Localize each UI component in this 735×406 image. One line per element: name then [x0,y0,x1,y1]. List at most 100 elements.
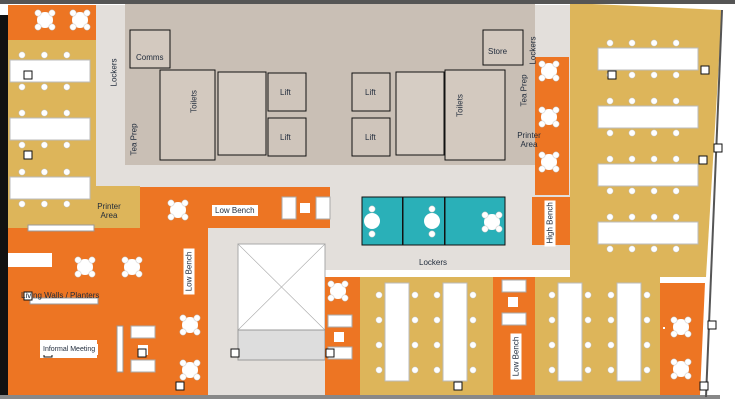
chair [121,256,129,264]
chair [428,230,436,238]
chair [83,9,91,17]
chair [375,341,383,349]
desk-cluster [9,59,91,83]
round-table [182,317,198,333]
chair [672,129,680,137]
structural-column [23,150,33,160]
chair [411,341,419,349]
chair [606,187,614,195]
chair [552,165,560,173]
chair [650,213,658,221]
chair [538,151,546,159]
chair [167,199,175,207]
desk-cluster [616,282,642,382]
planter [29,297,99,305]
lift-shaft [351,117,391,157]
structural-column [23,291,33,301]
chair [63,141,71,149]
label-lift-1: Lift [280,88,291,97]
label-living-walls: Living Walls / Planters [21,291,100,300]
void-cross [237,243,326,331]
chair [684,358,692,366]
chair [411,366,419,374]
chair [606,39,614,47]
coffee-table [300,203,310,213]
desk-cluster [442,282,468,382]
chair [121,270,129,278]
chair [643,341,651,349]
chair [433,316,441,324]
desk-cluster [597,105,699,129]
sofa [501,279,527,293]
chair [181,213,189,221]
chair [552,120,560,128]
chair [672,155,680,163]
chair [193,328,201,336]
chair [672,245,680,253]
chair [469,291,477,299]
chair [34,23,42,31]
toilets-right [444,69,506,161]
chair [628,187,636,195]
chair [650,39,658,47]
chair [607,291,615,299]
sofa [327,314,353,328]
chair [40,200,48,208]
north-wall [0,0,735,4]
desk-cluster [384,282,410,382]
chair [670,372,678,380]
chair [469,316,477,324]
round-table [37,12,53,28]
chair [672,213,680,221]
stair-core-right [395,71,445,156]
structural-column [607,70,617,80]
chair [135,270,143,278]
chair [18,83,26,91]
label-informal-meeting: Informal Meeting [40,344,99,355]
chair [538,74,546,82]
sofa [130,325,156,339]
label-lockers-right: Lockers [528,36,538,65]
round-table [170,202,186,218]
chair [63,109,71,117]
lift-shaft [267,72,307,112]
chair [88,270,96,278]
round-table [541,63,557,79]
chair [179,328,187,336]
chair [538,165,546,173]
coffee-table [508,297,518,307]
chair [375,316,383,324]
chair [548,366,556,374]
chair [684,316,692,324]
desk-cluster [557,282,583,382]
label-lift-3: Lift [365,88,376,97]
chair [368,230,376,238]
chair [40,141,48,149]
chair [672,97,680,105]
chair [606,155,614,163]
label-lift-4: Lift [365,133,376,142]
chair [18,109,26,117]
chair [63,51,71,59]
west-wall [0,15,8,396]
chair [548,291,556,299]
comms-room [129,29,171,69]
chair [584,366,592,374]
chair [672,39,680,47]
chair [606,129,614,137]
chair [193,373,201,381]
chair [433,366,441,374]
chair [650,71,658,79]
meeting-bench-table [8,253,52,267]
chair [606,97,614,105]
chair [341,280,349,288]
chair [552,151,560,159]
chair [327,280,335,288]
chair [433,341,441,349]
south-wall [0,395,720,399]
stair [237,329,326,361]
chair [584,341,592,349]
chair [481,225,489,233]
dot [663,327,665,329]
chair [643,316,651,324]
